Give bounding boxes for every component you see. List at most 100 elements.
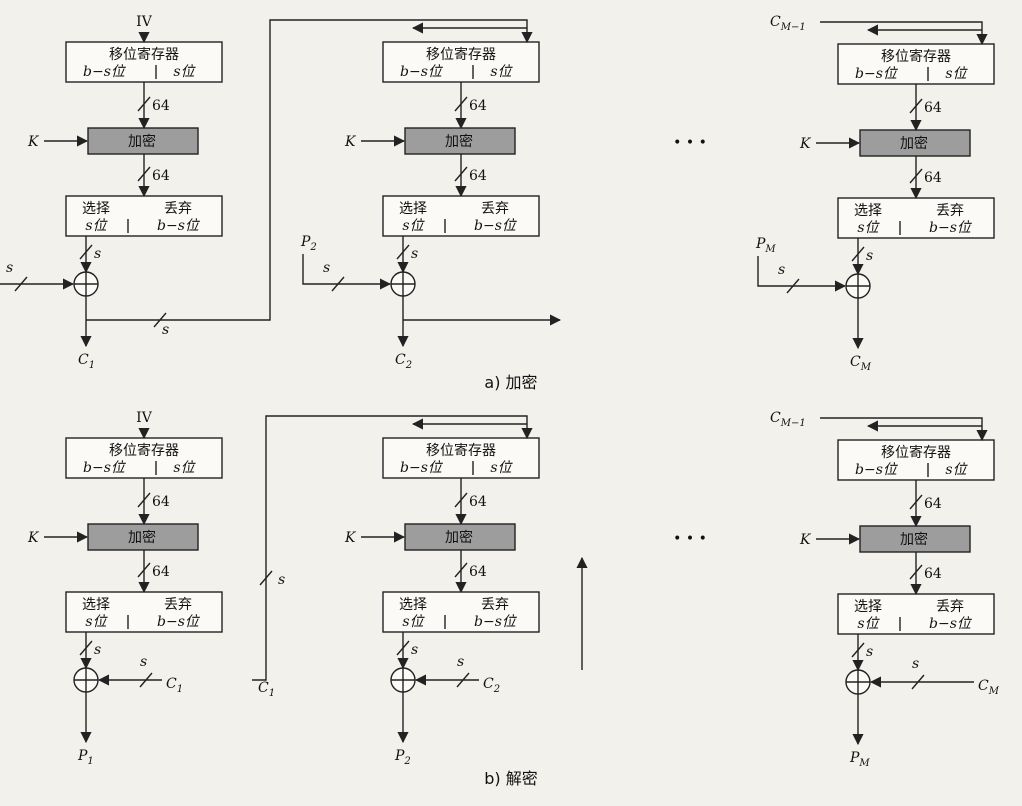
width-slash-s [139, 672, 153, 688]
encrypt-label: 加密 [445, 529, 473, 546]
encrypt-box [404, 127, 516, 155]
width-slash-64 [909, 494, 923, 510]
select-label: 选择 [399, 597, 427, 613]
width-slash-64 [909, 168, 923, 184]
ellipsis: • • • [673, 135, 707, 151]
output-label: CM [850, 354, 872, 373]
plaintext-arrow [0, 278, 75, 290]
width-label-64: 64 [469, 564, 487, 580]
shift-bits-left: b−s位 [400, 460, 444, 476]
width-slash-s [851, 642, 865, 658]
discard-label: 丢弃 [481, 201, 509, 217]
encrypt-box [859, 525, 971, 553]
iv-label: IV [136, 410, 153, 426]
key-label: K [344, 530, 357, 546]
key-label: K [344, 134, 357, 150]
width-label-s: s [411, 642, 418, 658]
shift-register-box [837, 43, 995, 85]
key-label: K [799, 136, 812, 152]
encrypt-label: 加密 [445, 133, 473, 150]
ciphertext-c1-source: C1 [258, 680, 275, 699]
shift-bits-left: b−s位 [855, 66, 899, 82]
plaintext-label: P2 [300, 234, 317, 253]
shift-register-title: 移位寄存器 [109, 442, 179, 459]
width-label-s: s [778, 262, 785, 278]
shift-register-title: 移位寄存器 [426, 46, 496, 63]
select-discard-box [65, 195, 223, 237]
width-label-64: 64 [924, 100, 942, 116]
discard-label: 丢弃 [936, 599, 964, 615]
ciphertext-label: C1 [166, 676, 183, 695]
width-slash-s [153, 312, 167, 328]
width-label-64: 64 [924, 566, 942, 582]
ciphertext-label: C2 [483, 676, 500, 695]
shift-bits-left: b−s位 [83, 460, 127, 476]
select-label: 选择 [854, 599, 882, 615]
width-slash-s [456, 672, 470, 688]
output-label: C2 [395, 352, 412, 371]
width-label-64: 64 [152, 168, 170, 184]
select-discard-box [65, 591, 223, 633]
iv-label: IV [136, 14, 153, 30]
shift-register-box [65, 41, 223, 83]
key-label: K [27, 134, 40, 150]
width-label-64: 64 [924, 170, 942, 186]
width-label-64: 64 [924, 496, 942, 512]
width-slash-s [259, 570, 273, 586]
discard-bits-label: b−s位 [474, 614, 518, 630]
discard-label: 丢弃 [164, 597, 192, 613]
select-label: 选择 [82, 597, 110, 613]
encrypt-label: 加密 [128, 133, 156, 150]
panel-caption: a) 加密 [484, 373, 537, 392]
shift-bits-right: s位 [945, 462, 968, 478]
width-label-s: s [6, 260, 13, 276]
discard-bits-label: b−s位 [157, 614, 201, 630]
width-label-s: s [912, 656, 919, 672]
select-bits-label: s位 [85, 218, 108, 234]
width-slash-64 [454, 166, 468, 182]
key-label: K [799, 532, 812, 548]
width-slash-64 [909, 564, 923, 580]
output-label: C1 [78, 352, 95, 371]
encrypt-box [87, 127, 199, 155]
encrypt-label: 加密 [128, 529, 156, 546]
shift-bits-left: b−s位 [400, 64, 444, 80]
width-slash-s [79, 244, 93, 260]
select-bits-label: s位 [857, 220, 880, 236]
width-slash-64 [454, 492, 468, 508]
discard-bits-label: b−s位 [474, 218, 518, 234]
shift-register-box [65, 437, 223, 479]
feedback-last-arrow [820, 417, 988, 442]
select-bits-label: s位 [402, 218, 425, 234]
width-slash-s [14, 276, 28, 292]
encrypt-label: 加密 [900, 135, 928, 152]
width-label-s: s [457, 654, 464, 670]
width-label-s: s [323, 260, 330, 276]
width-label-64: 64 [152, 98, 170, 114]
panel-caption: b) 解密 [484, 769, 538, 788]
width-label-s: s [866, 644, 873, 660]
shift-bits-right: s位 [173, 64, 196, 80]
shift-bits-right: s位 [490, 460, 513, 476]
select-discard-box [837, 593, 995, 635]
feedback-last-label: CM−1 [770, 14, 806, 33]
width-label-64: 64 [152, 564, 170, 580]
plaintext-arrow [302, 254, 392, 290]
width-label-s: s [140, 654, 147, 670]
width-label-s: s [162, 322, 169, 338]
shift-register-title: 移位寄存器 [881, 444, 951, 461]
width-slash-s [79, 640, 93, 656]
width-slash-s [911, 674, 925, 690]
width-label-s: s [411, 246, 418, 262]
width-slash-64 [909, 98, 923, 114]
shift-register-box [837, 439, 995, 481]
